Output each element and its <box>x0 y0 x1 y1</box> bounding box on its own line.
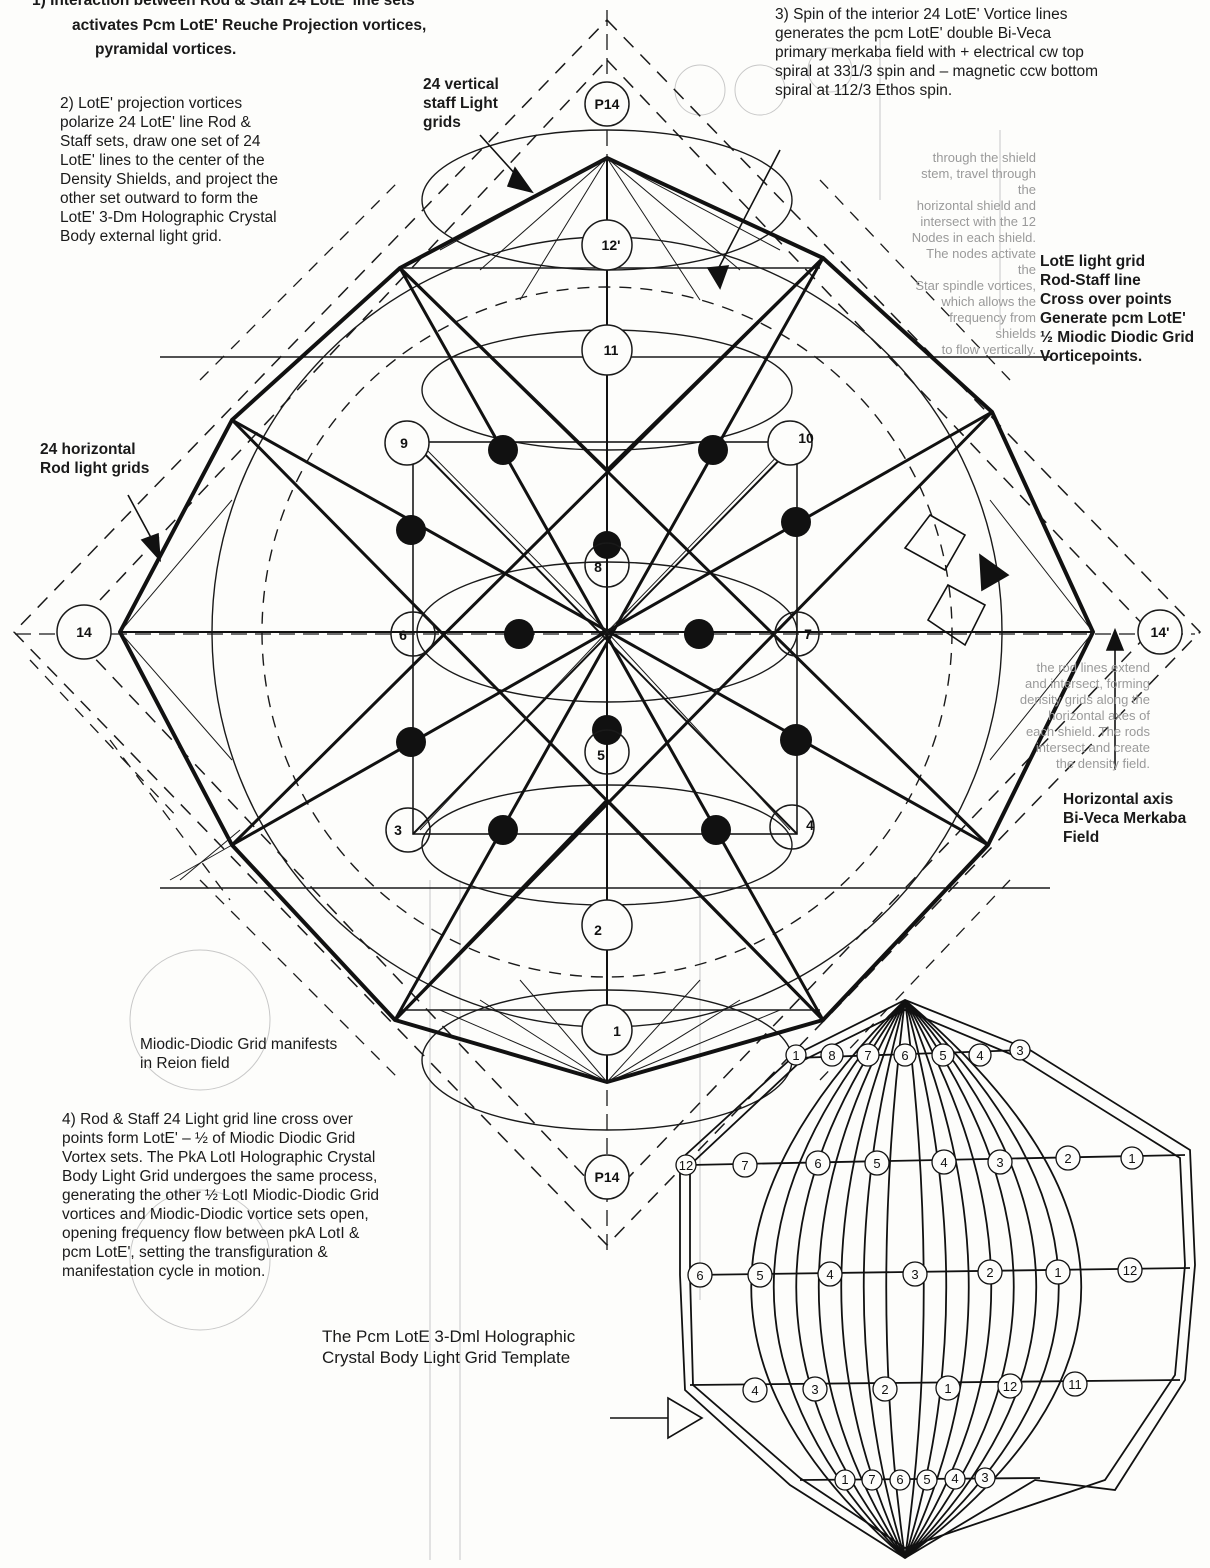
globe-label: 11 <box>1068 1377 1082 1392</box>
globe-label: 1 <box>944 1381 951 1396</box>
diagram-caption: The Pcm LotE 3-Dml Holographic Crystal B… <box>322 1326 622 1368</box>
globe-label: 4 <box>976 1048 983 1063</box>
globe-label: 4 <box>826 1267 833 1282</box>
label-3: 3 <box>394 822 402 838</box>
globe-label: 7 <box>741 1158 748 1173</box>
globe-label: 5 <box>756 1268 763 1283</box>
globe-label: 6 <box>896 1472 903 1487</box>
vortex-node <box>504 619 534 649</box>
globe-label: 7 <box>864 1048 871 1063</box>
label-14-right: 14' <box>1151 624 1170 640</box>
vortex-node <box>684 619 714 649</box>
note-3: 3) Spin of the interior 24 LotE' Vortice… <box>775 5 1195 100</box>
globe-label: 1 <box>1054 1265 1061 1280</box>
globe-label: 12 <box>1123 1263 1137 1278</box>
crossover-diamonds <box>905 515 985 645</box>
globe-label: 6 <box>696 1268 703 1283</box>
vortex-node <box>396 515 426 545</box>
globe-label: 4 <box>940 1155 947 1170</box>
globe-label: 12 <box>1003 1379 1017 1394</box>
label-14-left: 14 <box>76 624 92 640</box>
globe-label: 4 <box>751 1383 758 1398</box>
label-5: 5 <box>597 747 605 763</box>
label-2: 2 <box>594 922 602 938</box>
note-2: 2) LotE' projection vortices polarize 24… <box>60 94 350 246</box>
vortex-node <box>781 507 811 537</box>
globe-label: 5 <box>923 1472 930 1487</box>
label-p14-bottom: P14 <box>595 1169 620 1185</box>
label-miodic-reion: Miodic-Diodic Grid manifests in Reion fi… <box>140 1035 370 1073</box>
label-9: 9 <box>400 435 408 451</box>
label-crossover-points: LotE light grid Rod-Staff line Cross ove… <box>1040 252 1210 366</box>
vortex-node <box>780 724 812 756</box>
vortex-node <box>701 815 731 845</box>
label-horizontal-axis: Horizontal axis Bi-Veca Merkaba Field <box>1063 790 1203 847</box>
label-vertical-staff: 24 vertical staff Light grids <box>423 75 533 132</box>
globe-label: 1 <box>1128 1151 1135 1166</box>
globe-label: 3 <box>911 1267 918 1282</box>
faint-text-block-1: through the shield stem, travel through … <box>906 150 1036 358</box>
globe-label: 3 <box>981 1470 988 1485</box>
faint-text-block-2: the rod lines extend and intersect, form… <box>1000 660 1150 772</box>
globe-label: 1 <box>841 1472 848 1487</box>
globe-label: 3 <box>996 1155 1003 1170</box>
label-12: 12' <box>602 237 621 253</box>
globe-label: 8 <box>828 1048 835 1063</box>
vortex-node <box>396 727 426 757</box>
globe-label: 3 <box>1016 1043 1023 1058</box>
label-1: 1 <box>613 1023 621 1039</box>
vortex-node <box>488 435 518 465</box>
globe-label: 6 <box>814 1156 821 1171</box>
label-6: 6 <box>399 627 407 643</box>
globe-label: 5 <box>939 1048 946 1063</box>
vortex-node <box>488 815 518 845</box>
label-11: 11 <box>604 342 619 358</box>
globe-label: 4 <box>951 1471 958 1486</box>
note-1-line-2: activates Pcm LotE' Reuche Projection vo… <box>72 16 512 35</box>
label-7: 7 <box>804 626 812 642</box>
label-horizontal-rod: 24 horizontal Rod light grids <box>40 440 170 478</box>
globe-label: 2 <box>881 1382 888 1397</box>
label-p14-top: P14 <box>595 96 620 112</box>
note-1-line-3: pyramidal vortices. <box>95 40 295 59</box>
globe-label: 7 <box>868 1472 875 1487</box>
globe-label: 2 <box>986 1265 993 1280</box>
globe-label: 5 <box>873 1156 880 1171</box>
globe-label: 6 <box>901 1048 908 1063</box>
note-1-line-1: 1) Interaction between Rod & Staff 24 Lo… <box>32 0 512 10</box>
globe-label: 12 <box>679 1158 693 1173</box>
vortex-node <box>698 435 728 465</box>
label-4: 4 <box>806 817 814 833</box>
globe-label: 3 <box>811 1382 818 1397</box>
label-8: 8 <box>594 559 602 575</box>
globe-row-4-labels: 4 3 2 1 12 11 <box>751 1377 1081 1398</box>
globe-label: 1 <box>792 1048 799 1063</box>
note-4: 4) Rod & Staff 24 Light grid line cross … <box>62 1110 432 1281</box>
globe-label: 2 <box>1064 1151 1071 1166</box>
label-10: 10 <box>798 430 814 446</box>
